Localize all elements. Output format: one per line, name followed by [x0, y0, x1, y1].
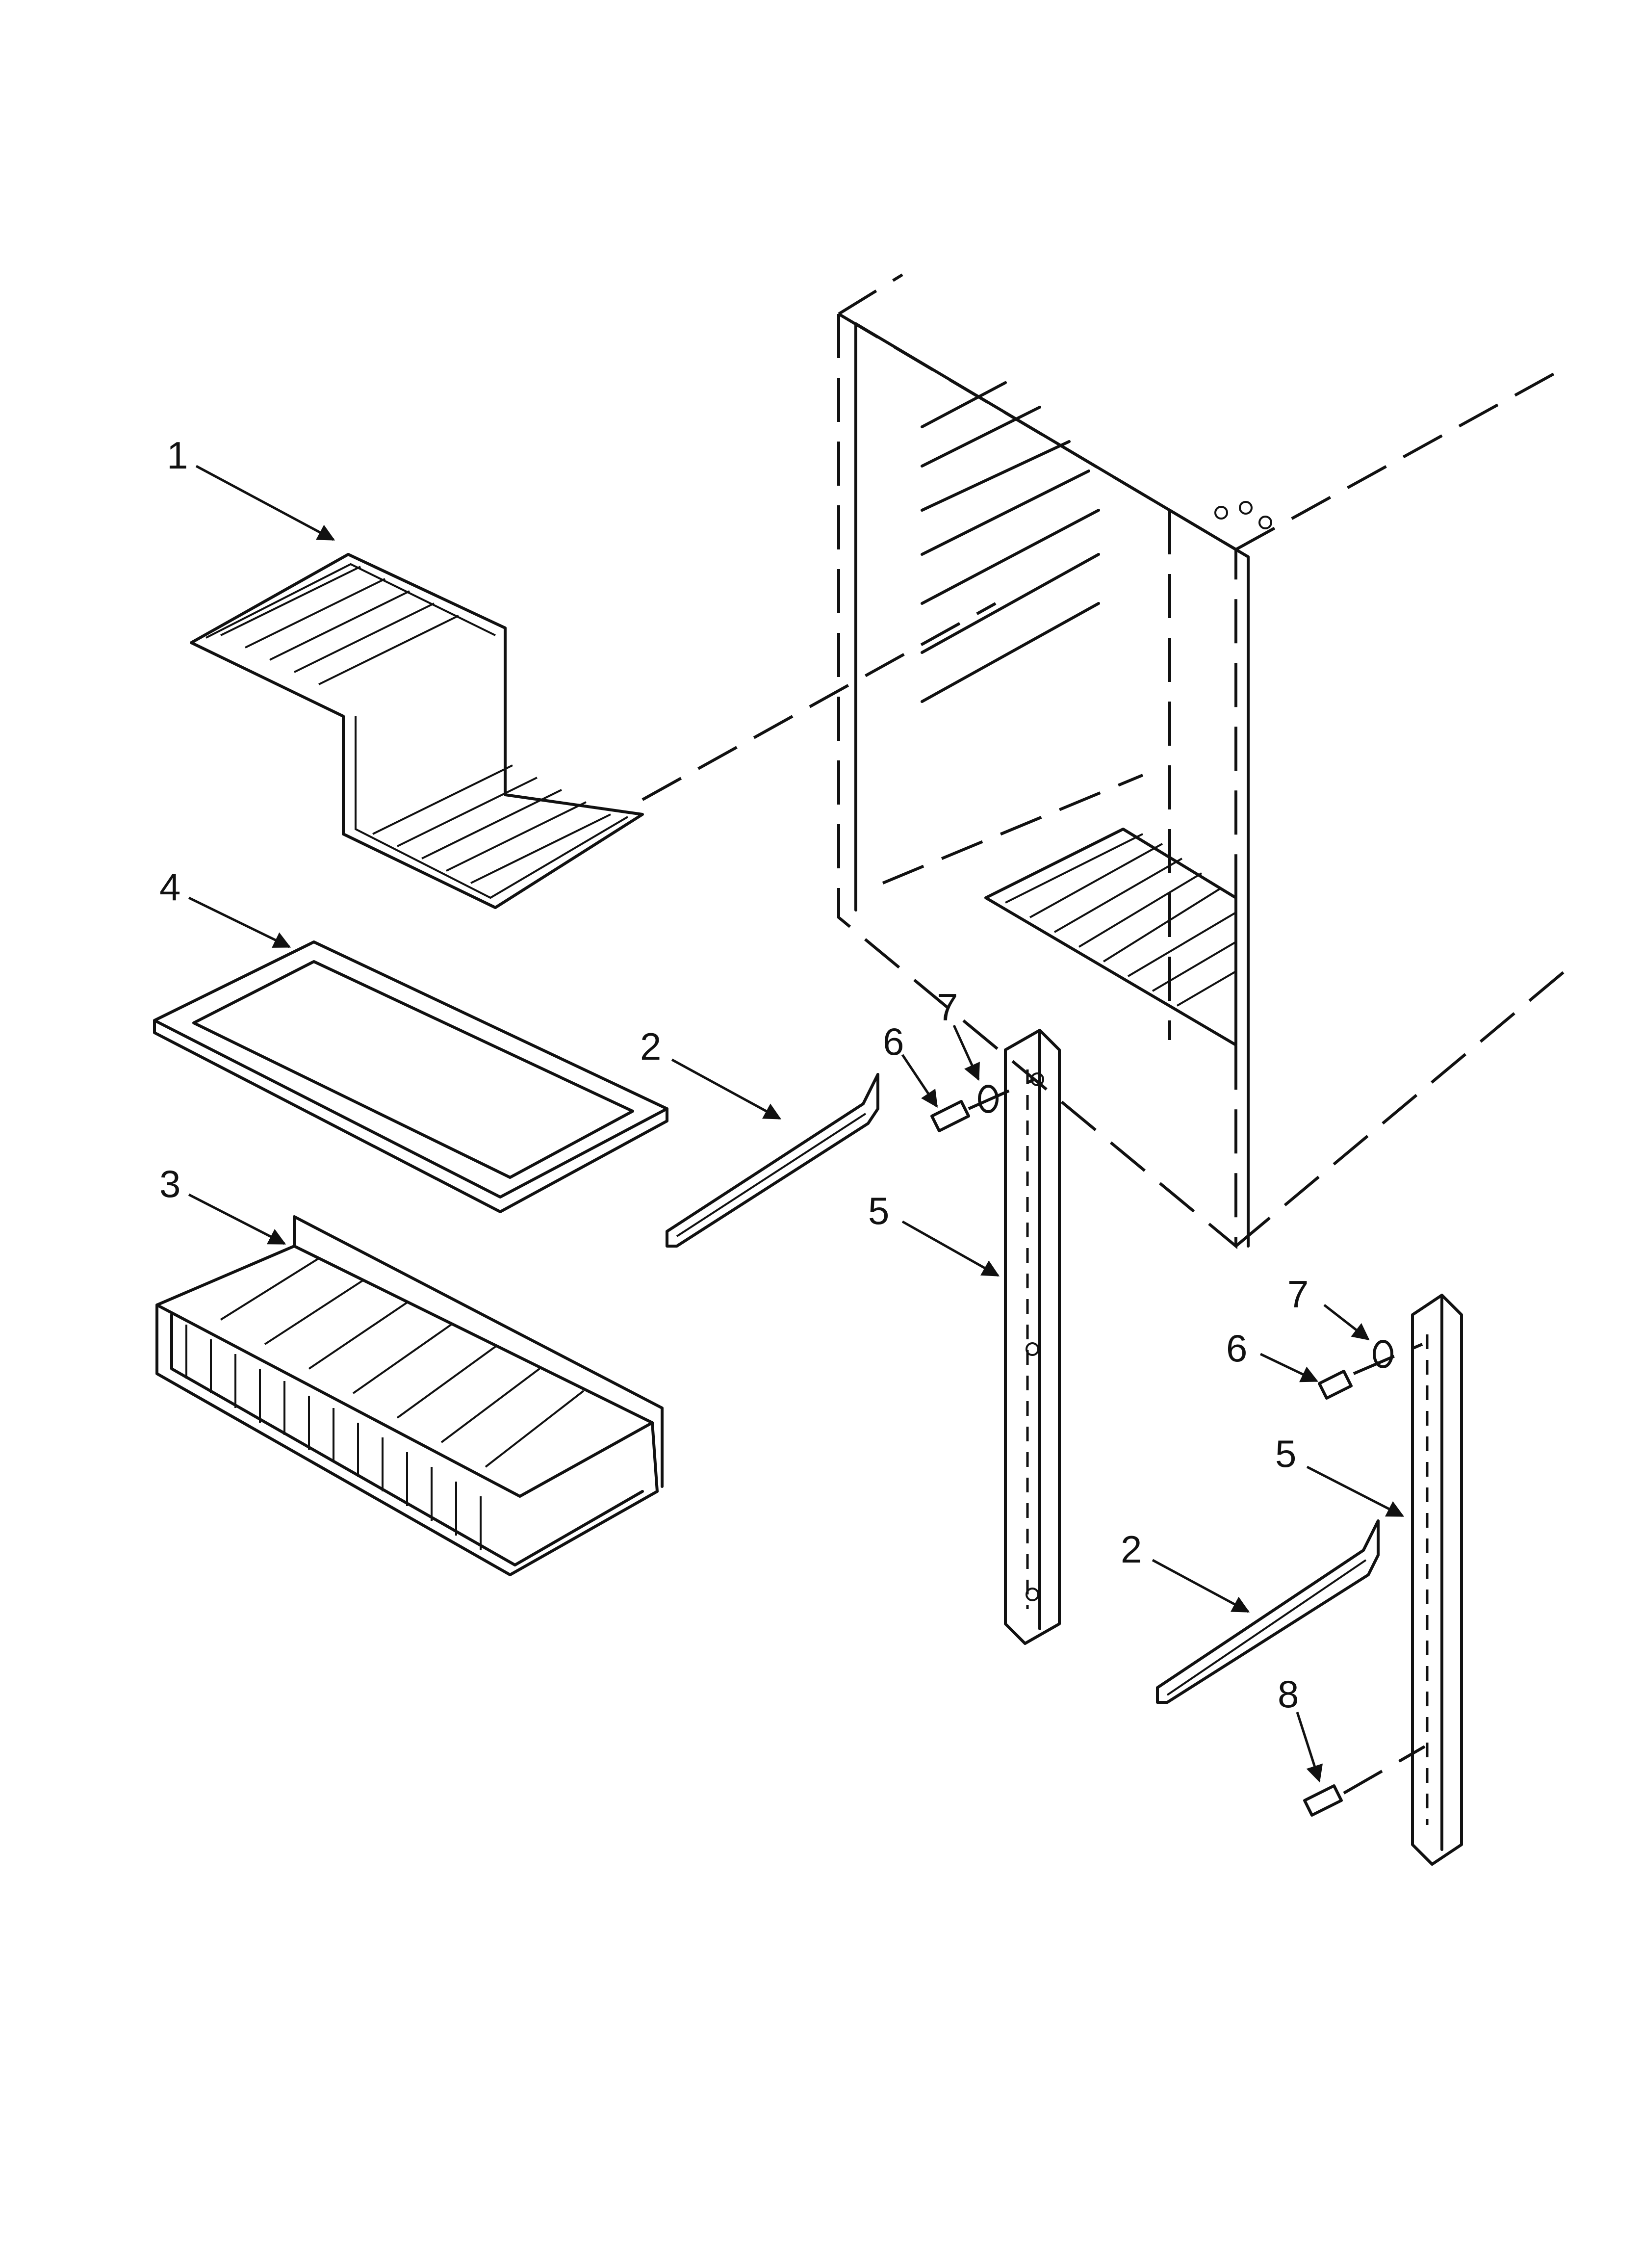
part-5-shelf-standard-left [1004, 1029, 1061, 1645]
callout-7-upper: 7 [937, 986, 958, 1029]
callout-8: 8 [1278, 1672, 1299, 1716]
freezer-cabinet-outline [641, 273, 1565, 1250]
part-2-shelf-bracket-upper [666, 1073, 879, 1248]
part-7-washer-upper [978, 1085, 999, 1113]
callout-6-lower: 6 [1226, 1327, 1247, 1370]
cabinet-vent-slots [921, 381, 1100, 703]
cabinet-mount-holes [1214, 501, 1272, 529]
callout-labels: 1 4 3 2 6 7 5 7 6 5 2 8 [159, 434, 1308, 1716]
part-1-wire-step-shelf [190, 553, 644, 909]
shelf-wire-grid [220, 566, 611, 884]
callout-4: 4 [159, 865, 180, 909]
callout-2-upper: 2 [640, 1025, 661, 1068]
part-7-washer-lower [1373, 1340, 1393, 1368]
callout-1: 1 [167, 434, 188, 477]
part-6-screw-lower [1318, 1343, 1423, 1400]
part-3-wire-basket [155, 1215, 664, 1576]
part-2-shelf-bracket-lower [1156, 1519, 1380, 1704]
basket-wires [185, 1257, 585, 1550]
part-8-screw [1303, 1745, 1426, 1817]
callout-5-right: 5 [1275, 1432, 1296, 1475]
cabinet-floor-grille [984, 828, 1237, 1046]
callout-leaders [188, 465, 1405, 1783]
callout-7-lower: 7 [1287, 1273, 1308, 1316]
callout-3: 3 [159, 1162, 180, 1205]
part-5-shelf-standard-right [1411, 1294, 1463, 1866]
callout-5-left: 5 [868, 1189, 889, 1232]
part-4-glass-shelf [153, 940, 668, 1213]
callout-2-lower: 2 [1121, 1528, 1142, 1571]
callout-6-upper: 6 [883, 1020, 904, 1063]
